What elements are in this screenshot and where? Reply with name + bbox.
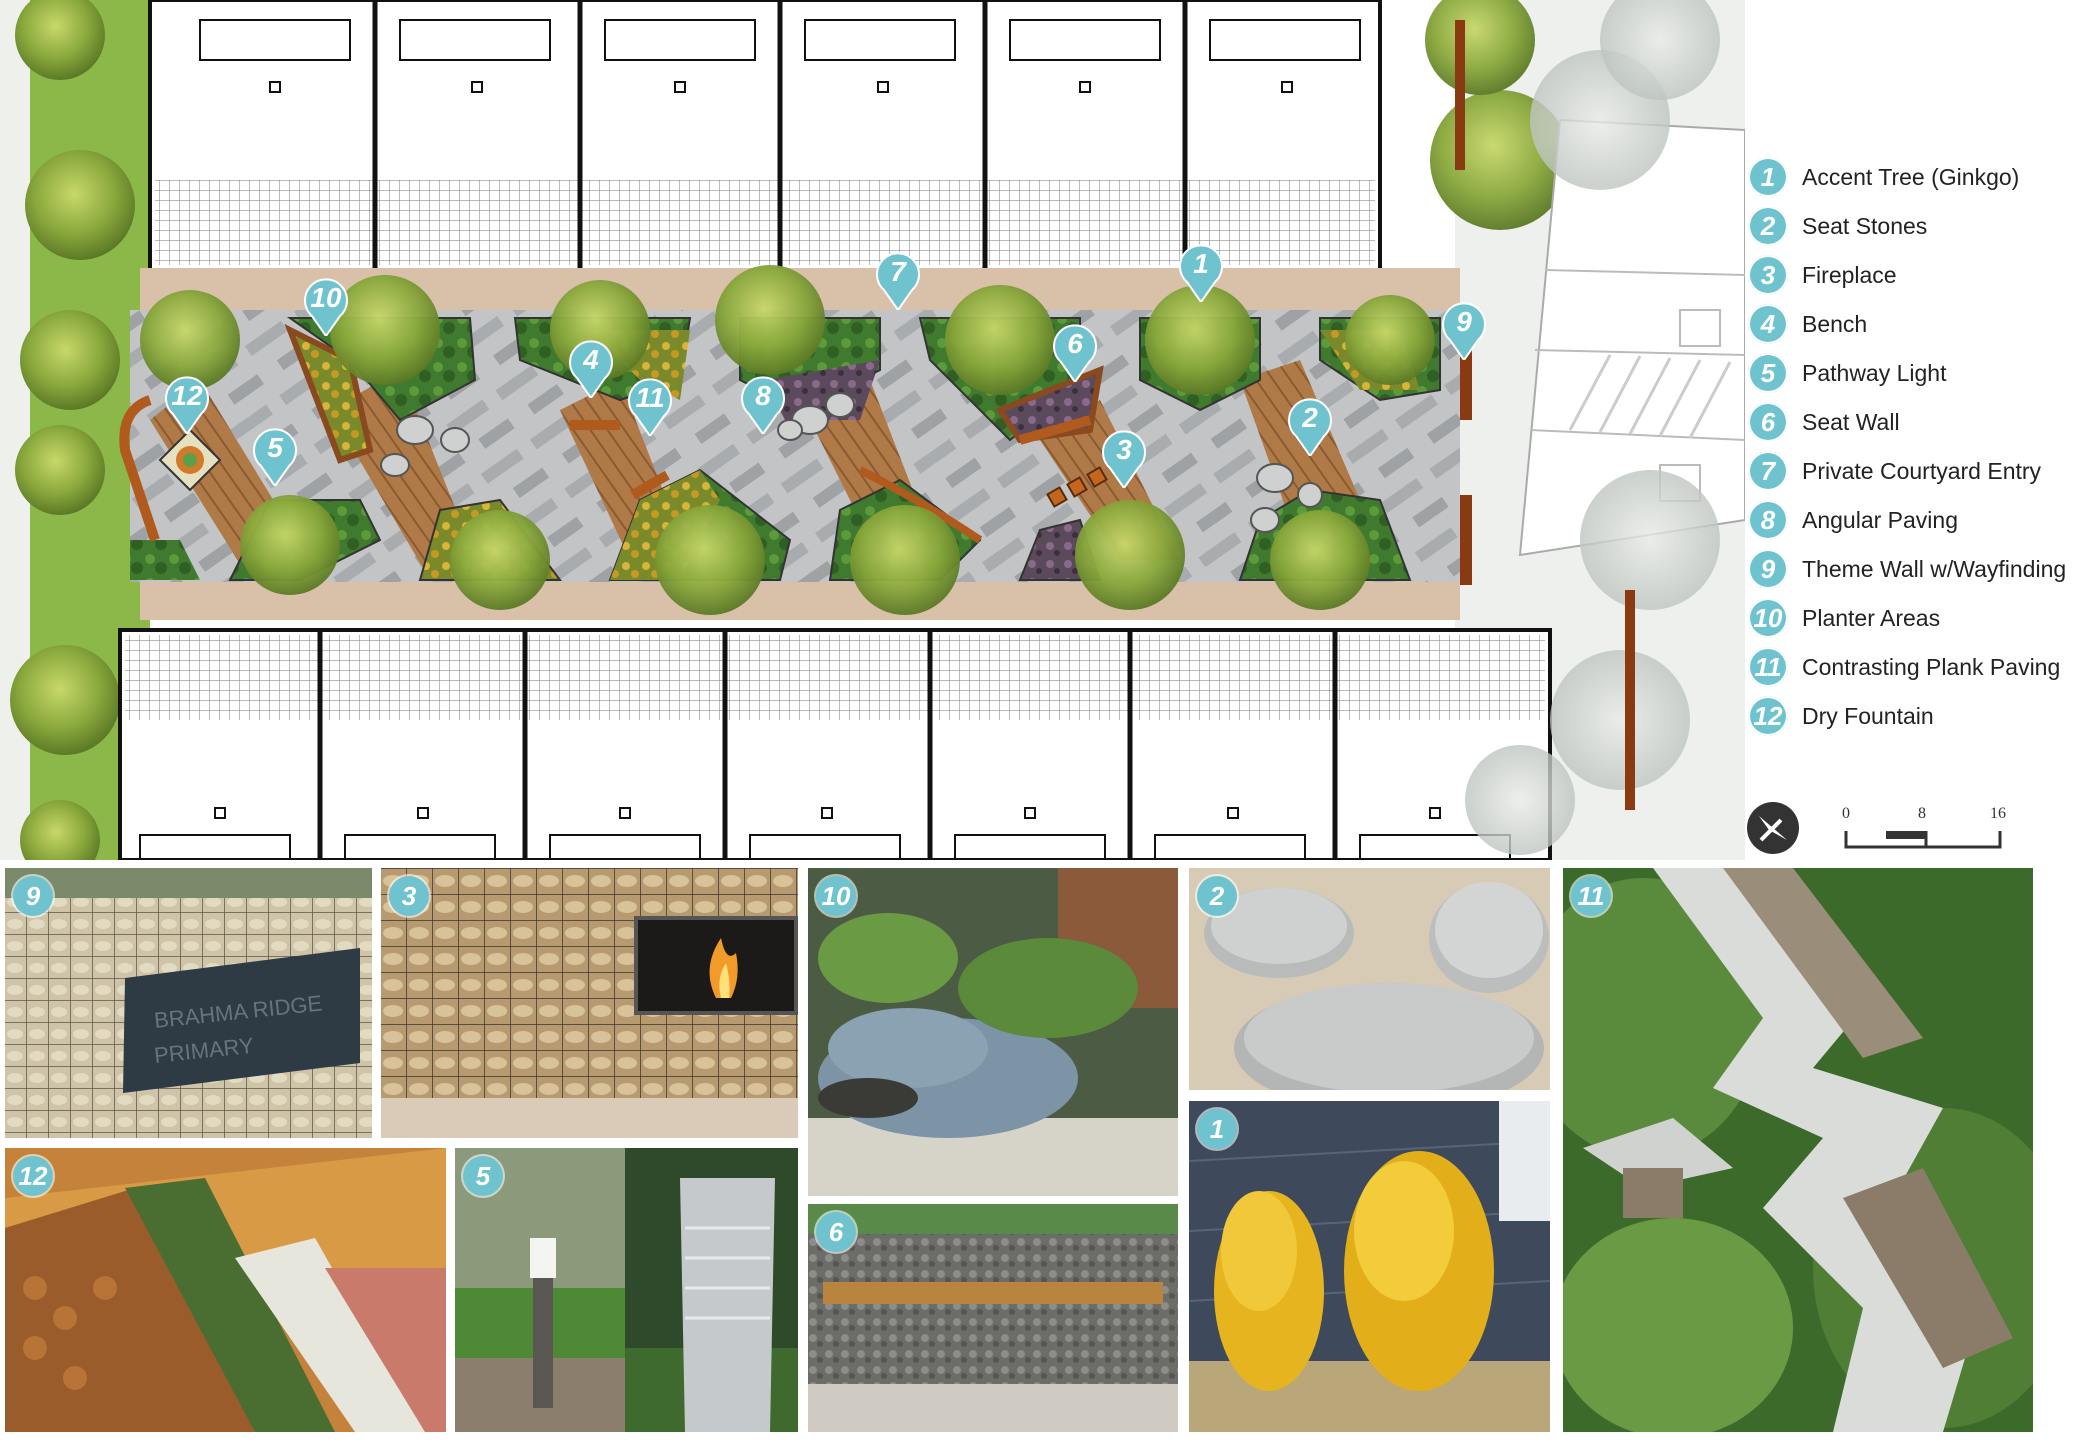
plan-marker-3: 3 (1101, 430, 1147, 490)
photo-badge: 3 (389, 876, 429, 916)
plan-marker-7-label: 7 (890, 256, 906, 287)
legend-label: Contrasting Plank Paving (1802, 653, 2061, 680)
scale-tick-8: 8 (1918, 805, 1926, 822)
photo-badge: 10 (816, 876, 856, 916)
legend-label: Pathway Light (1802, 359, 1947, 386)
site-plan (0, 0, 1745, 860)
bottom-townhomes (118, 628, 1552, 860)
legend-item: 1 Accent Tree (Ginkgo) (1748, 155, 2019, 199)
photo-seat-wall: 6 (808, 1204, 1178, 1432)
photo-badge: 9 (13, 876, 53, 916)
legend-item: 5 Pathway Light (1748, 351, 1946, 395)
plan-marker-2-label: 2 (1302, 402, 1318, 433)
plan-marker-11-label: 11 (635, 382, 665, 413)
plan-marker-9-label: 9 (1456, 306, 1472, 337)
legend-label: Bench (1802, 310, 1868, 337)
plan-marker-1-label: 1 (1193, 248, 1209, 279)
plan-marker-12-label: 12 (171, 380, 203, 411)
photo-dry-fountain: 12 (5, 1148, 446, 1432)
plan-marker-8: 8 (740, 376, 786, 436)
plan-marker-12: 12 (164, 376, 210, 436)
legend-badge: 4 (1748, 304, 1788, 344)
photo-badge: 1 (1197, 1109, 1237, 1149)
photo-planter: 10 (808, 868, 1178, 1196)
plan-marker-6-label: 6 (1067, 328, 1083, 359)
plan-marker-5: 5 (252, 428, 298, 488)
plan-marker-9: 9 (1441, 302, 1487, 362)
plan-marker-10: 10 (303, 278, 349, 338)
legend-item: 6 Seat Wall (1748, 400, 1900, 444)
north-arrow-icon (1747, 802, 1799, 854)
legend-badge: 5 (1748, 353, 1788, 393)
plan-marker-4-label: 4 (583, 344, 599, 375)
legend-badge: 3 (1748, 255, 1788, 295)
legend-label: Angular Paving (1802, 506, 1958, 533)
legend-label: Accent Tree (Ginkgo) (1802, 163, 2020, 190)
legend-item: 11 Contrasting Plank Paving (1748, 645, 2060, 689)
photo-theme-wall: BRAHMA RIDGE PRIMARY 9 (5, 868, 372, 1138)
plan-marker-3-label: 3 (1116, 434, 1132, 465)
photo-accent-tree: 1 (1189, 1101, 1550, 1432)
legend-item: 3 Fireplace (1748, 253, 1897, 297)
plan-marker-1: 1 (1178, 244, 1224, 304)
plan-marker-6: 6 (1052, 324, 1098, 384)
legend-item: 2 Seat Stones (1748, 204, 1927, 248)
legend-item: 9 Theme Wall w/Wayfinding (1748, 547, 2066, 591)
legend-badge: 6 (1748, 402, 1788, 442)
photo-pathway-light: 5 (455, 1148, 798, 1432)
legend-item: 7 Private Courtyard Entry (1748, 449, 2041, 493)
courtyard-trees (140, 0, 1570, 615)
dry-fountain-symbol (158, 428, 222, 492)
photo-plank-paving: 11 (1563, 868, 2033, 1432)
photo-fireplace: 3 (381, 868, 798, 1138)
scale-bar: 0 8 16 (1840, 805, 2020, 855)
legend-badge: 2 (1748, 206, 1788, 246)
legend-item: 10 Planter Areas (1748, 596, 1940, 640)
legend-label: Planter Areas (1802, 604, 1941, 631)
plan-marker-8-label: 8 (755, 380, 771, 411)
legend-label: Seat Stones (1802, 212, 1928, 239)
scale-tick-16: 16 (1990, 805, 2006, 822)
legend-label: Theme Wall w/Wayfinding (1802, 555, 2067, 582)
legend-badge: 10 (1748, 598, 1788, 638)
plan-marker-7: 7 (875, 252, 921, 312)
legend-item: 12 Dry Fountain (1748, 694, 1934, 738)
legend-badge: 9 (1748, 549, 1788, 589)
legend-badge: 1 (1748, 157, 1788, 197)
legend-label: Seat Wall (1802, 408, 1900, 435)
legend-item: 8 Angular Paving (1748, 498, 1958, 542)
legend-label: Dry Fountain (1802, 702, 1934, 729)
legend-label: Private Courtyard Entry (1802, 457, 2042, 484)
plan-marker-5-label: 5 (267, 432, 283, 463)
plan-marker-2: 2 (1287, 398, 1333, 458)
photo-badge: 2 (1197, 876, 1237, 916)
legend-item: 4 Bench (1748, 302, 1867, 346)
photo-badge: 5 (463, 1156, 503, 1196)
photo-badge: 11 (1571, 876, 1611, 916)
parking-lot (1455, 0, 1745, 855)
plan-marker-11: 11 (627, 378, 673, 438)
legend-badge: 12 (1748, 696, 1788, 736)
left-tree-row (10, 0, 135, 860)
plan-marker-10-label: 10 (310, 282, 342, 313)
photo-seat-stones: 2 (1189, 868, 1550, 1090)
legend-badge: 7 (1748, 451, 1788, 491)
top-townhomes (148, 0, 1382, 272)
scale-tick-0: 0 (1842, 805, 1850, 822)
plan-marker-4: 4 (568, 340, 614, 400)
legend-badge: 11 (1748, 647, 1788, 687)
legend-badge: 8 (1748, 500, 1788, 540)
legend-label: Fireplace (1802, 261, 1897, 288)
photo-badge: 12 (13, 1156, 53, 1196)
photo-badge: 6 (816, 1212, 856, 1252)
